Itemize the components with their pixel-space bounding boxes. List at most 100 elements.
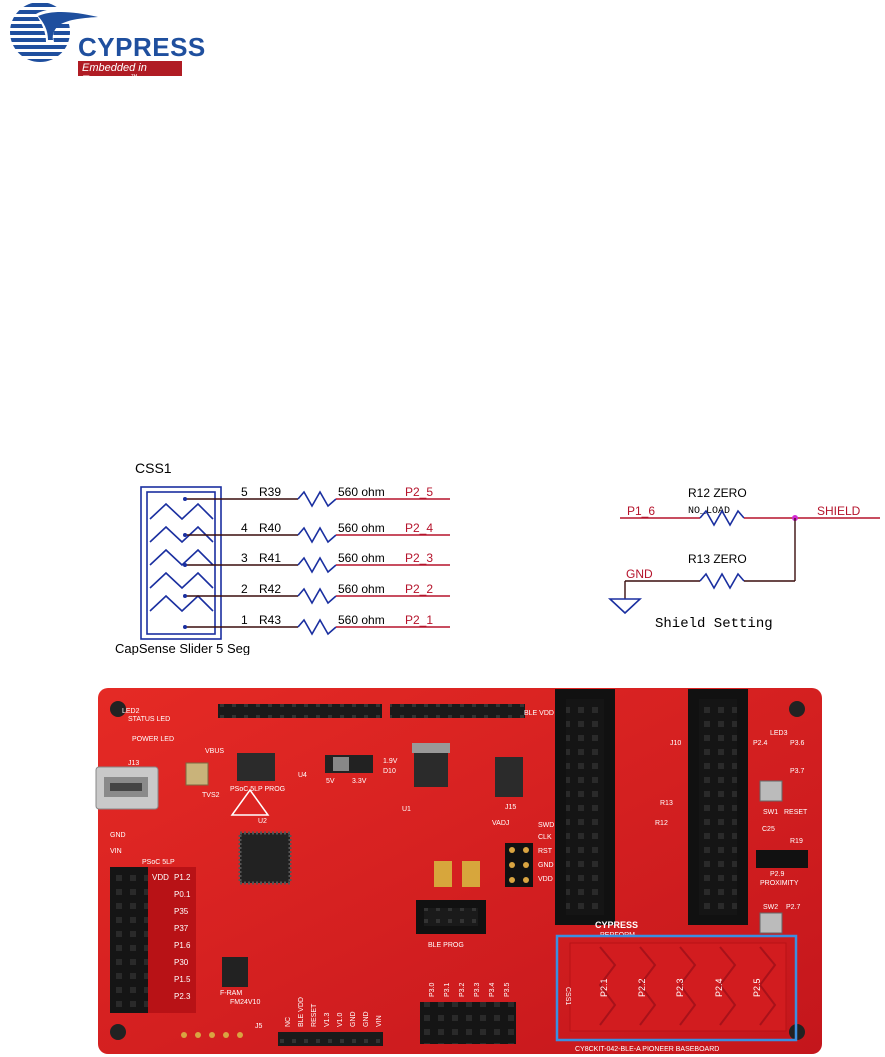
net-label: P2_2 <box>405 582 433 596</box>
bottom-header-mid <box>278 1032 383 1046</box>
fram-label: F-RAM <box>220 990 242 997</box>
vadj-label: VADJ <box>492 820 509 827</box>
bottom-pin-labels: NC BLE VDD RESET V1.3 V1.0 GND GND VIN <box>285 997 383 1027</box>
svg-text:VDD: VDD <box>538 876 553 883</box>
sw2-label: SW2 <box>763 904 778 911</box>
5v-label: 5V <box>326 778 335 785</box>
d10-label: D10 <box>383 768 396 775</box>
svg-text:VIN: VIN <box>376 1015 383 1027</box>
c25-label: C25 <box>762 826 775 833</box>
swd-labels: SWD CLK RST GND VDD <box>538 822 554 883</box>
cypress-logo: CYPRESS Embedded in Tomorrow™ <box>0 0 205 86</box>
svg-text:BLE VDD: BLE VDD <box>298 997 305 1027</box>
psoc-5lp-label: PSoC 5LP <box>142 859 175 866</box>
top-header-left <box>218 704 382 718</box>
svg-text:CLK: CLK <box>538 834 552 841</box>
logo-red-bar <box>78 61 182 76</box>
crystal-component <box>185 762 209 786</box>
svg-text:P1.6: P1.6 <box>174 941 191 950</box>
pin-number: 2 <box>241 582 248 596</box>
logo-tagline: Embedded in Tomorrow™ <box>82 62 147 86</box>
ground-symbol-icon <box>607 598 643 615</box>
p24-label: P2.4 <box>753 740 768 747</box>
sw1-button <box>759 780 783 802</box>
cypress-globe-icon <box>10 2 102 62</box>
svg-text:NC: NC <box>285 1017 292 1027</box>
ble-vdd-label: BLE VDD <box>524 710 554 717</box>
svg-text:P3.0: P3.0 <box>429 982 436 997</box>
cap-tantalum-1 <box>434 861 452 887</box>
tvs2-label: TVS2 <box>202 792 220 799</box>
slider-outer-box <box>140 486 222 640</box>
net-label: P2_3 <box>405 551 433 565</box>
svg-text:P3.4: P3.4 <box>489 982 496 997</box>
r19-label: R19 <box>790 838 803 845</box>
slider-segments <box>149 502 214 613</box>
led2-label: LED2 <box>122 708 140 715</box>
svg-text:P30: P30 <box>174 958 189 967</box>
p27-label: P2.7 <box>786 904 801 911</box>
svg-text:RESET: RESET <box>311 1003 318 1027</box>
left-pin-header <box>110 867 196 1013</box>
schematic-row-5: 1 R43 560 ohm P2_1 <box>183 613 450 636</box>
svg-text:P2.2: P2.2 <box>637 978 647 997</box>
p16-net-label: P1_6 <box>627 504 655 518</box>
svg-text:P3.2: P3.2 <box>459 982 466 997</box>
switch-knob <box>333 757 349 771</box>
usb-connector <box>95 766 159 810</box>
svg-text:P2.4: P2.4 <box>714 978 724 997</box>
svg-text:VDD: VDD <box>152 873 169 882</box>
p37-label: P3.7 <box>790 768 805 775</box>
bottom-pin-labels-2: P3.0 P3.1 P3.2 P3.3 P3.4 P3.5 <box>429 982 511 997</box>
svg-text:P35: P35 <box>174 907 189 916</box>
gnd-label-left: GND <box>110 832 126 839</box>
shield-net-label: SHIELD <box>817 504 861 518</box>
resistor-label: R43 <box>259 613 281 627</box>
tall-header-right <box>688 689 748 925</box>
pin-number: 1 <box>241 613 248 627</box>
esd-warning-icon <box>230 788 270 816</box>
schematic-row-3: 3 R41 560 ohm P2_3 <box>183 551 450 574</box>
capsense-slider-schematic: CSS1 5 R39 560 ohm P2_5 4 R40 560 ohm P2… <box>115 460 880 655</box>
j15-label: J15 <box>505 804 516 811</box>
u4-label: U4 <box>298 772 307 779</box>
p29-label: P2.9 <box>770 871 785 878</box>
capsense-slider-area: CSS1 P2.1 P2.2 P2.3 P2.4 P2.5 <box>564 942 787 1032</box>
svg-text:SWD: SWD <box>538 822 554 829</box>
pioneer-board-illustration: BLE VDD LED2 STATUS LED POWER LED VBUS J… <box>95 688 822 1054</box>
svg-text:P37: P37 <box>174 924 189 933</box>
p36-label: P3.6 <box>790 740 805 747</box>
33v-label: 3.3V <box>352 778 367 785</box>
vin-label-left: VIN <box>110 848 122 855</box>
net-label: P2_5 <box>405 485 433 499</box>
voltage-regulator <box>412 743 450 787</box>
schematic-row-4: 2 R42 560 ohm P2_2 <box>183 582 450 605</box>
j5-label: J5 <box>255 1023 263 1030</box>
19v-label: 1.9V <box>383 758 398 765</box>
board-css1-label: CSS1 <box>564 987 571 1005</box>
proximity-connector <box>756 850 808 868</box>
svg-text:V1.0: V1.0 <box>337 1012 344 1027</box>
r13-board-label: R13 <box>660 800 673 807</box>
gnd-net-label: GND <box>626 567 653 581</box>
slider-highlight-box <box>555 934 798 1042</box>
resistor-label: R42 <box>259 582 281 596</box>
svg-text:GND: GND <box>350 1011 357 1027</box>
logo-wordmark: CYPRESS <box>78 32 206 62</box>
r12-noload-label: NO_LOAD <box>688 506 730 517</box>
svg-text:GND: GND <box>363 1011 370 1027</box>
resistor-label: R40 <box>259 521 281 535</box>
shield-setting-circuit: P1_6 R12 ZERO NO_LOAD SHIELD R13 ZERO GN… <box>607 486 880 632</box>
prog-chip <box>237 753 275 781</box>
u2-label: U2 <box>258 818 267 825</box>
slider-pad-labels: P2.1 P2.2 P2.3 P2.4 P2.5 <box>599 978 762 997</box>
resistor-value: 560 ohm <box>338 582 385 596</box>
pin-number: 4 <box>241 521 248 535</box>
svg-text:RST: RST <box>538 848 553 855</box>
shield-setting-caption: Shield Setting <box>655 616 773 632</box>
cap-tantalum-2 <box>462 861 480 887</box>
ble-prog-label: BLE PROG <box>428 942 464 949</box>
svg-text:P2.3: P2.3 <box>675 978 685 997</box>
power-led-label: POWER LED <box>132 736 174 743</box>
psoc-prog-label: PSoC 5LP PROG <box>230 786 285 793</box>
